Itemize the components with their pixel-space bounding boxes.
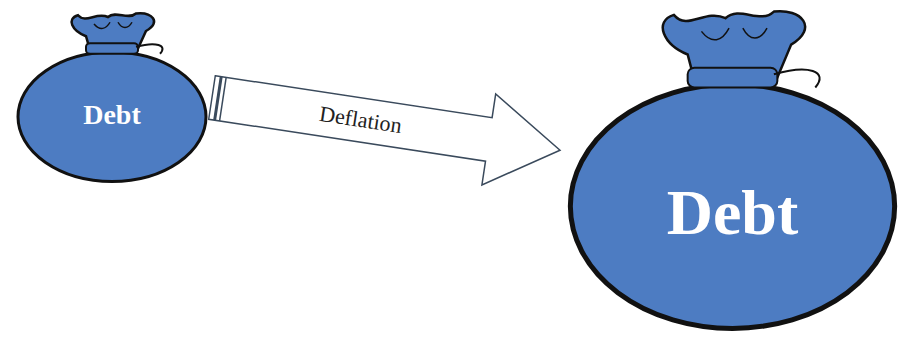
bag-label: Debt — [560, 176, 905, 250]
tail-bar — [215, 77, 222, 121]
bag-tie — [688, 68, 778, 88]
ruffle-fold — [94, 22, 132, 28]
arrow-body — [209, 76, 560, 185]
bag-tie — [86, 43, 138, 54]
block-arrow — [209, 76, 560, 185]
tail-bar — [220, 77, 227, 121]
bag-ruffle — [663, 11, 805, 94]
money-bag: Debt — [12, 10, 212, 185]
bag-label: Debt — [12, 99, 212, 131]
arrow-label: Deflation — [317, 101, 403, 139]
tie-string — [136, 44, 163, 53]
ruffle-fold — [701, 28, 767, 40]
tie-string — [774, 70, 820, 88]
bag-outline — [560, 5, 905, 335]
bag-outline — [12, 10, 212, 185]
bag-ruffle — [72, 13, 155, 57]
money-bag: Debt — [560, 5, 905, 335]
